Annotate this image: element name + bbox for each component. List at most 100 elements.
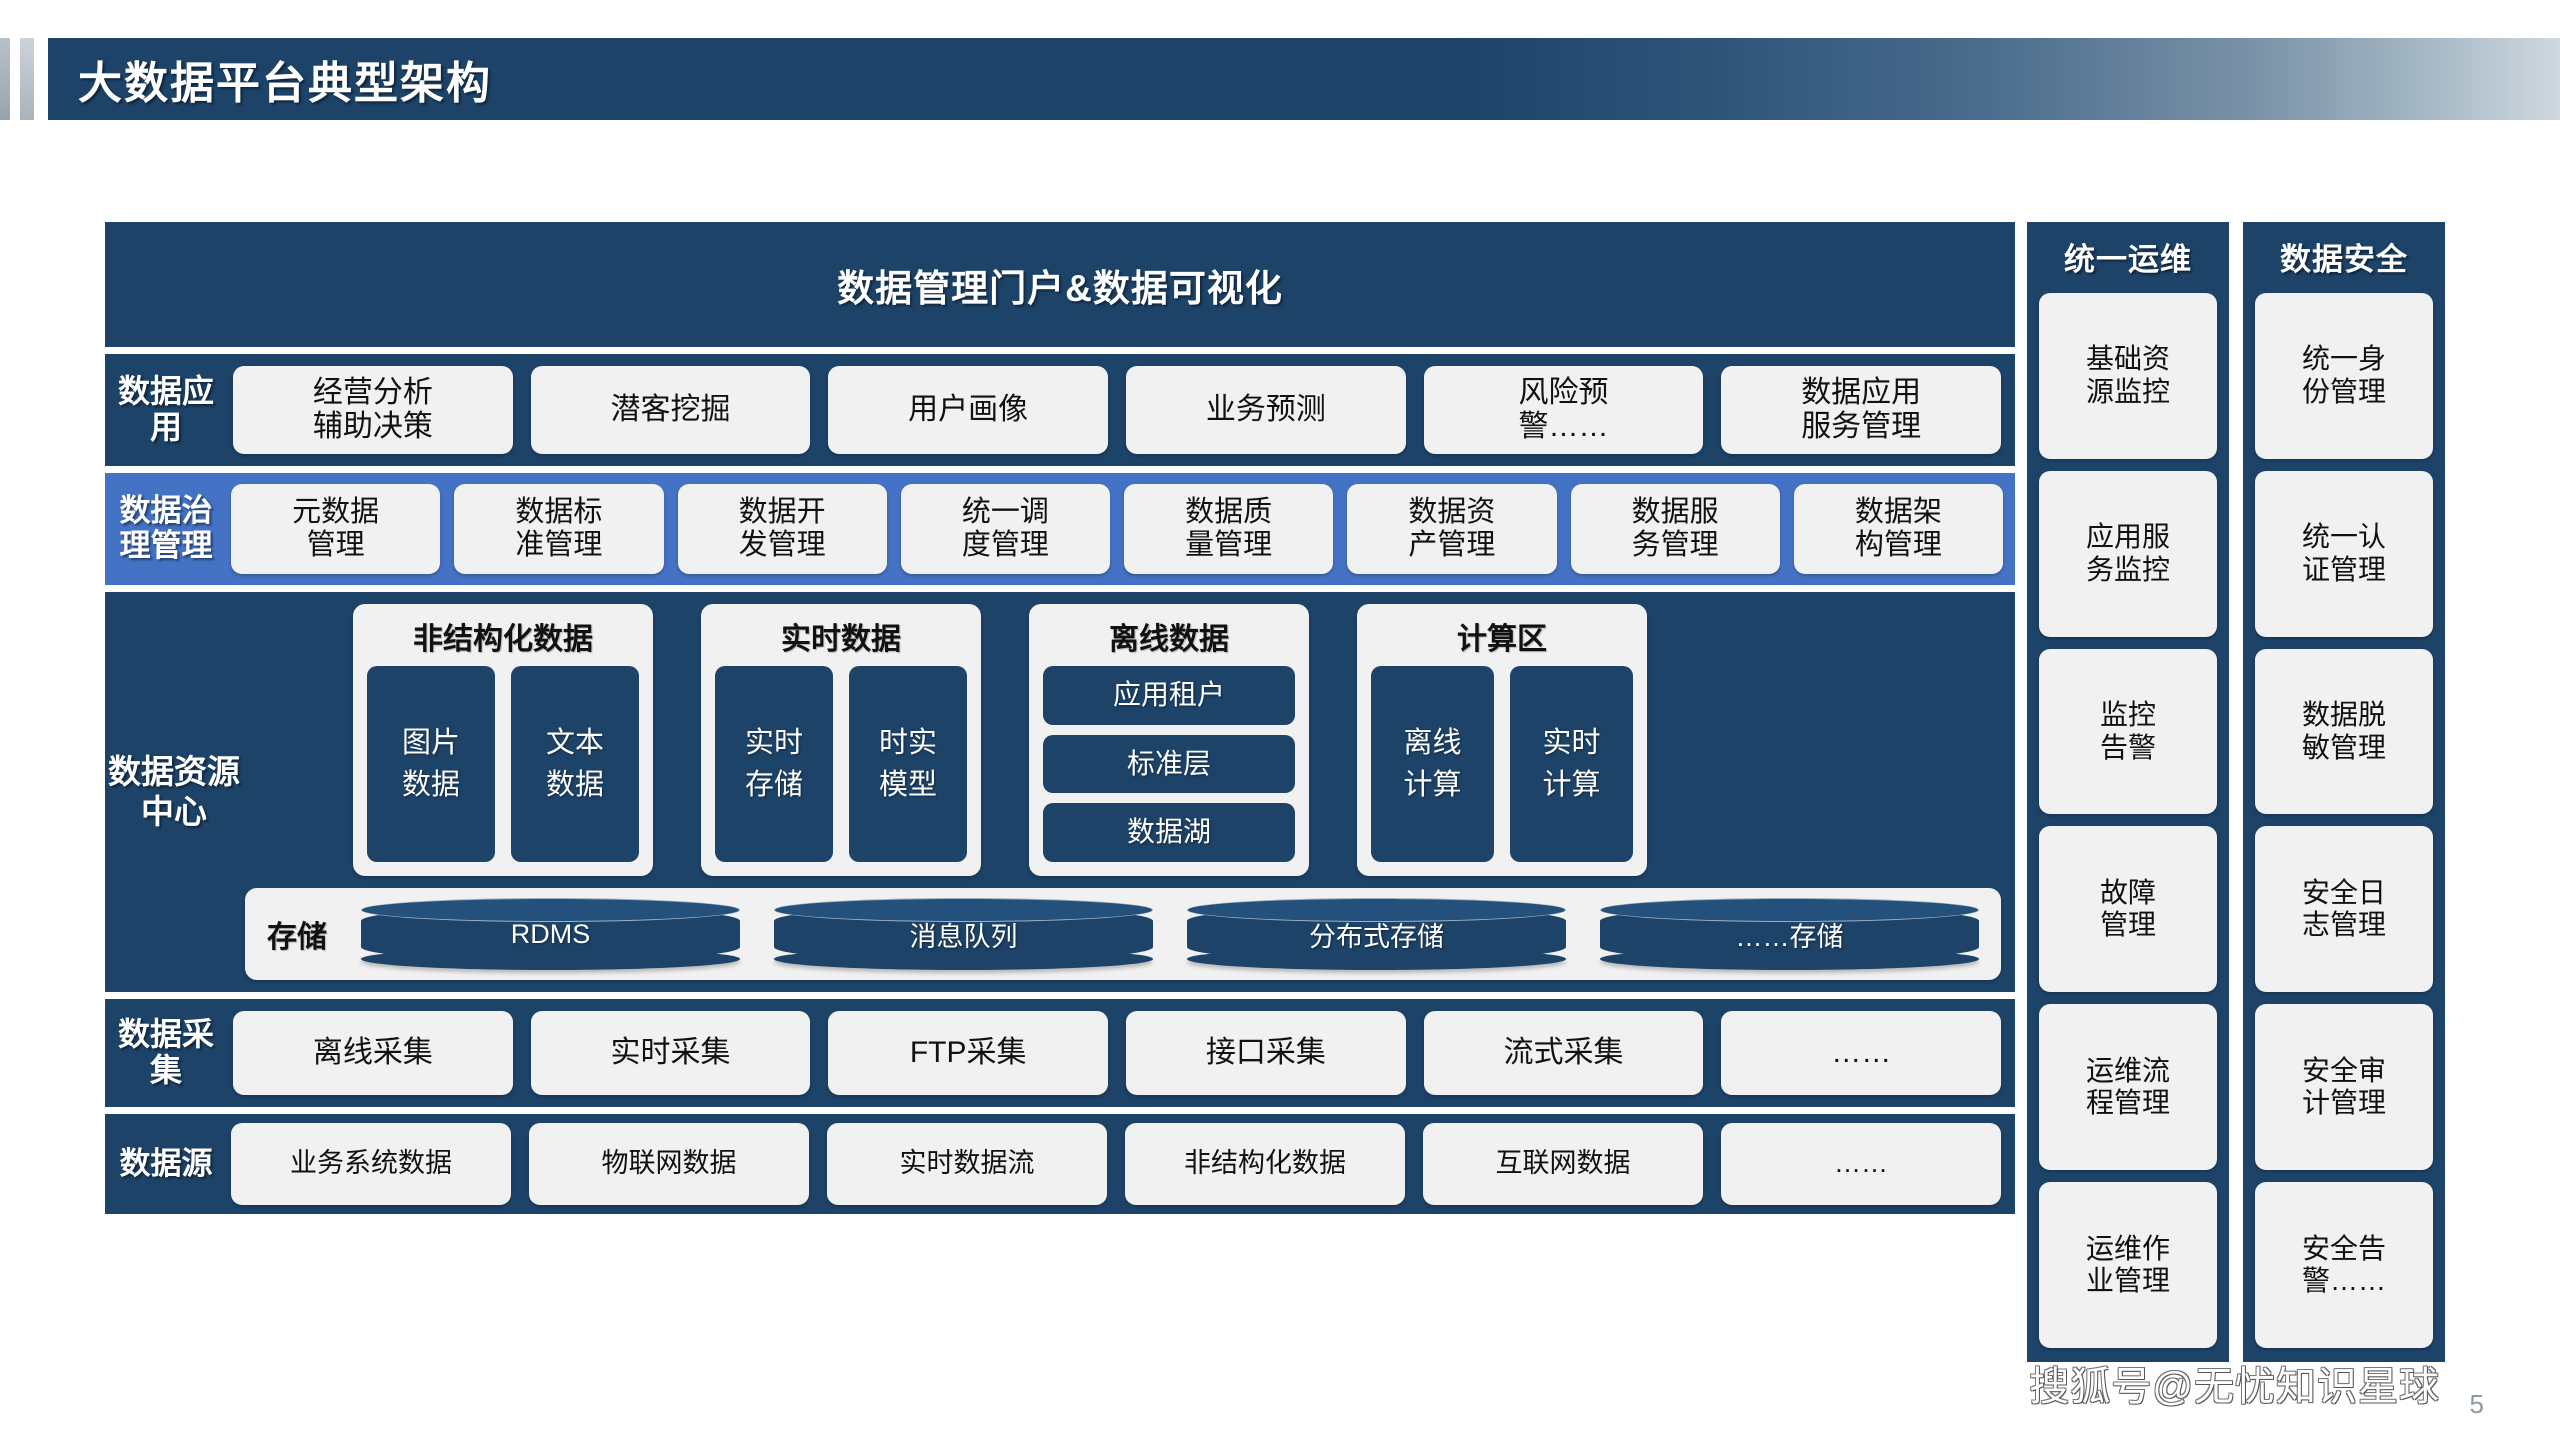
side-title-data-security: 数据安全 <box>2280 242 2408 277</box>
gov-card-data-asset[interactable]: 数据资 产管理 <box>1347 484 1557 574</box>
app-card-prospect-mining[interactable]: 潜客挖掘 <box>530 366 811 454</box>
storage-label-distributed: 分布式存储 <box>1309 921 1444 952</box>
security-card-security-alarm[interactable]: 安全告 警…… <box>2255 1182 2433 1348</box>
panel-title-realtime: 实时数据 <box>781 623 901 656</box>
app-card-risk-warning[interactable]: 风险预 警…… <box>1423 366 1704 454</box>
data-collection-items: 离线采集 实时采集 FTP采集 接口采集 流式采集 …… <box>227 999 2015 1107</box>
source-card-more[interactable]: …… <box>1721 1123 2001 1205</box>
collect-card-streaming[interactable]: 流式采集 <box>1423 1011 1704 1095</box>
storage-cylinder-other[interactable]: ……存储 <box>1600 898 1979 970</box>
gov-card-data-standard[interactable]: 数据标 准管理 <box>454 484 664 574</box>
tile-data-lake[interactable]: 数据湖 <box>1043 803 1295 863</box>
gov-card-data-architecture[interactable]: 数据架 构管理 <box>1793 484 2003 574</box>
storage-label-rdms: RDMS <box>510 918 591 949</box>
source-card-realtime-stream[interactable]: 实时数据流 <box>827 1123 1107 1205</box>
tile-standard-layer[interactable]: 标准层 <box>1043 734 1295 794</box>
security-card-unified-identity[interactable]: 统一身 份管理 <box>2255 293 2433 459</box>
cylinder-top <box>1187 898 1566 922</box>
title-accent-bar-outer <box>0 38 10 120</box>
cylinder-bottom <box>1600 948 1979 970</box>
cylinder-top <box>774 898 1153 922</box>
ops-card-job-management[interactable]: 运维作 业管理 <box>2039 1182 2217 1348</box>
portal-banner: 数据管理门户&数据可视化 <box>105 222 2015 347</box>
data-governance-items: 元数据 管理 数据标 准管理 数据开 发管理 统一调 度管理 数据质 量管理 数… <box>227 473 2015 585</box>
storage-cylinder-distributed[interactable]: 分布式存储 <box>1187 898 1566 970</box>
storage-label-message-queue: 消息队列 <box>909 921 1018 952</box>
storage-strip: 存储 RDMS 消息队列 <box>245 888 2001 980</box>
storage-cylinder-rdms[interactable]: RDMS <box>361 898 740 970</box>
source-card-business-system[interactable]: 业务系统数据 <box>231 1123 511 1205</box>
page-title: 大数据平台典型架构 <box>78 59 492 108</box>
side-column-data-security: 数据安全 统一身 份管理 统一认 证管理 数据脱 敏管理 安全日 志管理 安全审… <box>2243 222 2445 1362</box>
layer-label-data-collection: 数据采集 <box>117 1016 214 1088</box>
panel-inner-compute: 离线 计算 实时 计算 <box>1371 666 1633 862</box>
app-card-user-profile[interactable]: 用户画像 <box>828 366 1109 454</box>
side-columns: 统一运维 基础资 源监控 应用服 务监控 监控 告警 故障 管理 运维流 程管理… <box>2027 222 2445 1362</box>
security-card-security-log[interactable]: 安全日 志管理 <box>2255 826 2433 993</box>
resource-panels: 非结构化数据 图片 数据 文本 数据 实时数据 实时 存储 时实 模型 <box>245 604 2001 876</box>
title-band <box>48 38 2560 120</box>
panel-inner-realtime: 实时 存储 时实 模型 <box>715 666 967 862</box>
panel-title-offline: 离线数据 <box>1109 623 1229 656</box>
gov-card-data-development[interactable]: 数据开 发管理 <box>677 484 887 574</box>
collect-card-realtime[interactable]: 实时采集 <box>530 1011 811 1095</box>
resource-center-body: 非结构化数据 图片 数据 文本 数据 实时数据 实时 存储 时实 模型 <box>243 592 2015 992</box>
side-title-unified-ops: 统一运维 <box>2064 242 2192 277</box>
main-architecture-stack: 数据管理门户&数据可视化 数据应用 经营分析 辅助决策 潜客挖掘 用户画像 业务… <box>105 222 2015 1362</box>
panel-inner-offline: 应用租户 标准层 数据湖 <box>1043 666 1295 863</box>
app-card-business-forecast[interactable]: 业务预测 <box>1126 366 1406 454</box>
ops-card-fault-management[interactable]: 故障 管理 <box>2039 826 2217 993</box>
side-column-unified-ops: 统一运维 基础资 源监控 应用服 务监控 监控 告警 故障 管理 运维流 程管理… <box>2027 222 2229 1362</box>
gov-card-metadata[interactable]: 元数据 管理 <box>231 484 441 574</box>
layer-label-data-application: 数据应用 <box>117 373 214 445</box>
panel-inner-unstructured: 图片 数据 文本 数据 <box>367 666 639 862</box>
slide-title-bar: 大数据平台典型架构 <box>0 38 2560 120</box>
layer-data-collection: 数据采集 离线采集 实时采集 FTP采集 接口采集 流式采集 …… <box>105 999 2015 1107</box>
gov-card-data-service[interactable]: 数据服 务管理 <box>1570 484 1780 574</box>
ops-card-infrastructure-monitor[interactable]: 基础资 源监控 <box>2039 293 2217 459</box>
collect-card-more[interactable]: …… <box>1721 1011 2002 1095</box>
security-card-data-masking[interactable]: 数据脱 敏管理 <box>2255 648 2433 815</box>
data-source-items: 业务系统数据 物联网数据 实时数据流 非结构化数据 互联网数据 …… <box>227 1114 2015 1214</box>
storage-cylinder-message-queue[interactable]: 消息队列 <box>774 898 1153 970</box>
security-card-unified-authentication[interactable]: 统一认 证管理 <box>2255 470 2433 637</box>
tile-realtime-storage[interactable]: 实时 存储 <box>715 666 833 862</box>
ops-card-application-service-monitor[interactable]: 应用服 务监控 <box>2039 470 2217 637</box>
ops-card-monitor-alarm[interactable]: 监控 告警 <box>2039 648 2217 815</box>
layer-label-resource-center: 数据资源中心 <box>108 753 240 830</box>
cylinder-bottom <box>774 948 1153 970</box>
panel-title-unstructured: 非结构化数据 <box>413 623 593 656</box>
panel-unstructured-data: 非结构化数据 图片 数据 文本 数据 <box>353 604 653 876</box>
layer-label-data-governance: 数据治理管理 <box>119 493 213 563</box>
gov-card-data-quality[interactable]: 数据质 量管理 <box>1124 484 1334 574</box>
ops-card-process-management[interactable]: 运维流 程管理 <box>2039 1004 2217 1171</box>
data-application-items: 经营分析 辅助决策 潜客挖掘 用户画像 业务预测 风险预 警…… 数据应用 服务… <box>227 354 2015 466</box>
tile-image-data[interactable]: 图片 数据 <box>367 666 495 862</box>
cylinder-top <box>361 898 740 922</box>
cylinder-bottom <box>1187 948 1566 970</box>
app-card-business-analysis[interactable]: 经营分析 辅助决策 <box>233 366 513 454</box>
layer-data-source: 数据源 业务系统数据 物联网数据 实时数据流 非结构化数据 互联网数据 …… <box>105 1114 2015 1214</box>
source-card-iot[interactable]: 物联网数据 <box>529 1123 809 1205</box>
security-card-security-audit[interactable]: 安全审 计管理 <box>2255 1004 2433 1171</box>
collect-card-ftp[interactable]: FTP采集 <box>828 1011 1109 1095</box>
source-card-unstructured[interactable]: 非结构化数据 <box>1125 1123 1405 1205</box>
collect-card-interface[interactable]: 接口采集 <box>1126 1011 1406 1095</box>
layer-label-data-source: 数据源 <box>119 1145 213 1181</box>
panel-realtime-data: 实时数据 实时 存储 时实 模型 <box>701 604 981 876</box>
tile-realtime-compute[interactable]: 实时 计算 <box>1510 666 1633 862</box>
source-card-internet[interactable]: 互联网数据 <box>1423 1123 1703 1205</box>
gov-card-unified-scheduling[interactable]: 统一调 度管理 <box>900 484 1110 574</box>
storage-label: 存储 <box>267 921 327 954</box>
layer-data-application: 数据应用 经营分析 辅助决策 潜客挖掘 用户画像 业务预测 风险预 警…… 数据… <box>105 354 2015 466</box>
collect-card-offline[interactable]: 离线采集 <box>233 1011 513 1095</box>
watermark: 搜狐号@无忧知识星球 <box>2029 1365 2440 1409</box>
tile-offline-compute[interactable]: 离线 计算 <box>1371 666 1494 862</box>
app-card-service-management[interactable]: 数据应用 服务管理 <box>1721 366 2002 454</box>
panel-title-compute: 计算区 <box>1457 623 1547 656</box>
tile-realtime-model[interactable]: 时实 模型 <box>849 666 967 862</box>
tile-application-tenant[interactable]: 应用租户 <box>1043 666 1295 725</box>
tile-text-data[interactable]: 文本 数据 <box>511 666 639 862</box>
panel-offline-data: 离线数据 应用租户 标准层 数据湖 <box>1029 604 1309 876</box>
